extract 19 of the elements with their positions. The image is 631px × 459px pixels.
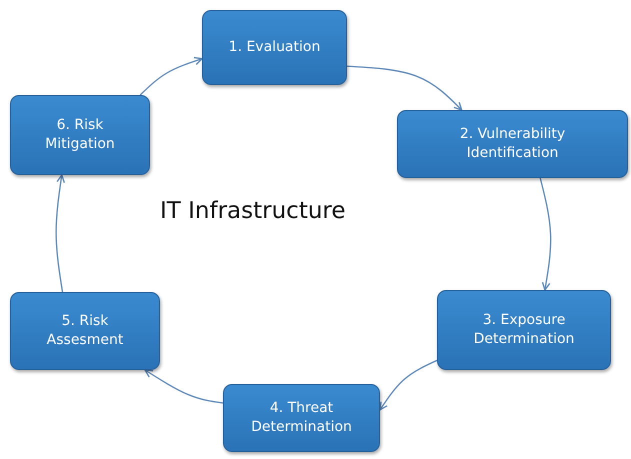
process-box [202,10,347,85]
arrow [140,56,203,96]
step-label: 1. Evaluation [228,38,322,57]
step-label: 3. Exposure Determination [472,311,576,349]
arrow [346,66,462,111]
arrow [144,369,224,404]
process-box [10,292,160,370]
diagram-title: IT Infrastructure [160,198,346,224]
arrow [56,174,66,292]
process-box [10,95,150,175]
arrow [540,178,552,291]
arrow [379,360,438,411]
step-label: 5. Risk Assesment [46,312,124,350]
process-box [437,290,611,370]
step-label: 4. Threat Determination [250,399,353,437]
process-box [397,110,628,178]
step-label: 2. Vulnerability Identification [458,125,566,163]
step-label: 6. Risk Mitigation [44,116,116,154]
process-box [223,384,380,452]
